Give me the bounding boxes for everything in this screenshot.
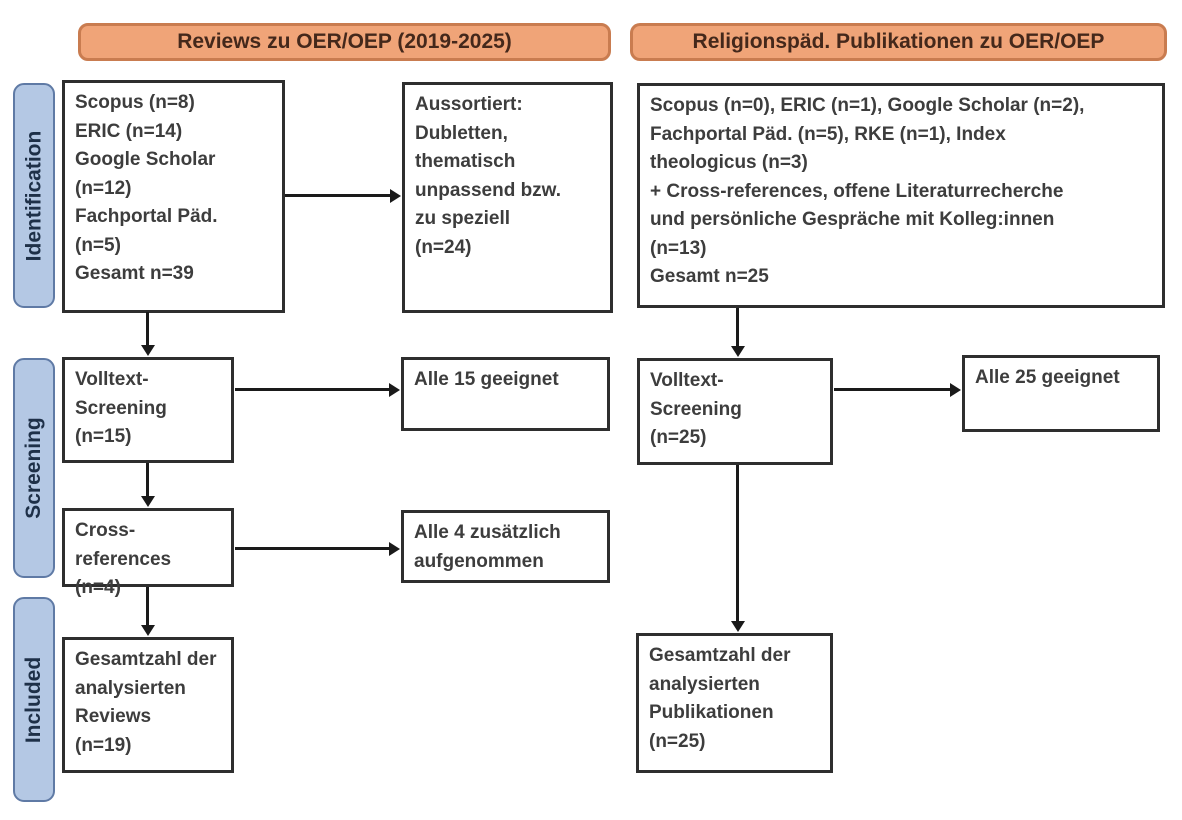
stage-label-identification-text: Identification <box>22 130 46 261</box>
column-header-religionspaed-label: Religionspäd. Publikationen zu OER/OEP <box>692 30 1105 53</box>
flow-arrow-left-crossref-to-included <box>146 587 149 626</box>
flow-arrow-right-fulltext-to-result <box>834 388 951 391</box>
flow-arrow-left-crossref-to-result <box>235 547 390 550</box>
box-left-identification-sources: Scopus (n=8) ERIC (n=14) Google Scholar … <box>62 80 285 313</box>
flow-arrow-left-fulltext-to-crossref <box>146 463 149 497</box>
column-header-reviews-label: Reviews zu OER/OEP (2019-2025) <box>177 30 512 53</box>
box-right-identification-sources: Scopus (n=0), ERIC (n=1), Google Scholar… <box>637 83 1165 308</box>
box-left-fulltext-result: Alle 15 geeignet <box>401 357 610 431</box>
box-left-included-total: Gesamtzahl der analysierten Reviews (n=1… <box>62 637 234 773</box>
flow-arrow-left-id-to-screening <box>146 312 149 346</box>
stage-label-included: Included <box>13 597 55 802</box>
stage-label-screening-text: Screening <box>22 417 46 519</box>
box-right-fulltext-screening: Volltext- Screening (n=25) <box>637 358 833 465</box>
stage-label-identification: Identification <box>13 83 55 308</box>
flow-arrow-right-fulltext-to-included <box>736 465 739 622</box>
flow-arrow-left-id-to-excluded <box>285 194 391 197</box>
box-left-excluded: Aussortiert: Dubletten, thematisch unpas… <box>402 82 613 313</box>
flow-arrow-left-fulltext-to-result <box>235 388 390 391</box>
stage-label-screening: Screening <box>13 358 55 578</box>
box-left-cross-references-result: Alle 4 zusätzlich aufgenommen <box>401 510 610 583</box>
stage-label-included-text: Included <box>22 656 45 743</box>
column-header-religionspaed: Religionspäd. Publikationen zu OER/OEP <box>630 23 1167 61</box>
flow-arrow-right-id-to-screening <box>736 308 739 347</box>
box-left-fulltext-screening: Volltext- Screening (n=15) <box>62 357 234 463</box>
box-right-fulltext-result: Alle 25 geeignet <box>962 355 1160 432</box>
column-header-reviews: Reviews zu OER/OEP (2019-2025) <box>78 23 611 61</box>
box-left-cross-references: Cross-references (n=4) <box>62 508 234 598</box>
box-right-included-total: Gesamtzahl der analysierten Publikatione… <box>636 633 833 773</box>
